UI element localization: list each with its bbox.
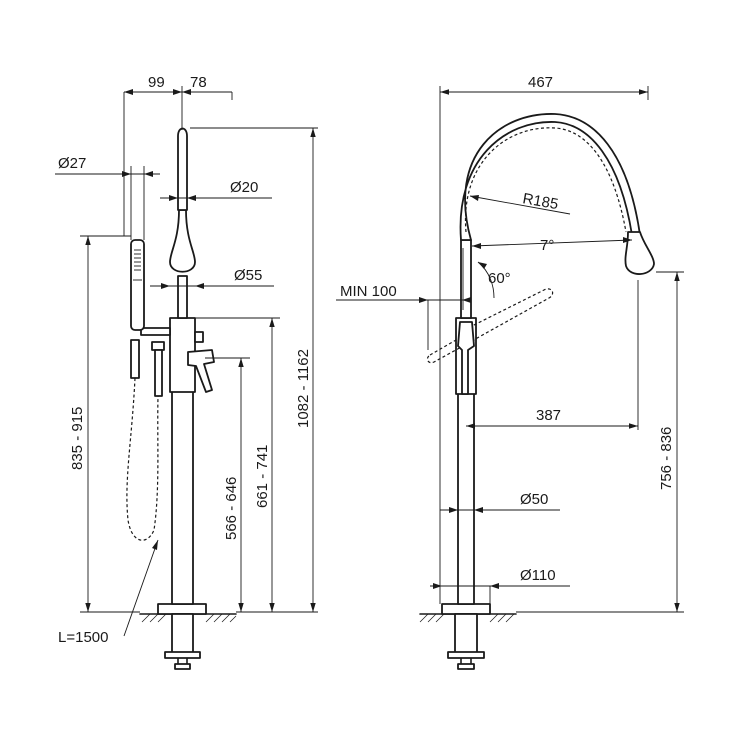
column-left (171, 389, 194, 605)
front-view: 467 R185 7° 60° MIN 100 387 Ø50 (336, 74, 684, 670)
base-plate-left (157, 603, 207, 615)
fixing-nut-right (447, 651, 485, 659)
shower-hose (126, 377, 159, 541)
bolt-left (174, 663, 191, 670)
dim-661-741: 661 - 741 (254, 445, 271, 508)
spray-head-left (169, 209, 196, 273)
diverter-cap (151, 341, 165, 351)
spout-pipe-left (177, 275, 188, 319)
spout-riser-right (460, 239, 472, 319)
base-plate-right (441, 603, 491, 615)
side-view: 99 78 Ø27 Ø20 Ø55 835 - 915 566 - 646 66… (55, 74, 318, 670)
lever-rotated-position (463, 288, 554, 343)
dim-1082-1162: 1082 - 1162 (295, 349, 312, 428)
underfloor-body-left (171, 613, 194, 657)
dim-7deg: 7° (540, 237, 554, 254)
hose-connector (130, 339, 140, 379)
dim-d27: Ø27 (58, 155, 86, 172)
dim-467: 467 (528, 74, 553, 91)
diverter-stem (154, 349, 163, 397)
shower-holder-arm (140, 327, 171, 336)
dim-387: 387 (536, 407, 561, 424)
dim-835-915: 835 - 915 (69, 407, 86, 470)
dim-d110: Ø110 (520, 567, 556, 584)
dim-d20: Ø20 (230, 179, 258, 196)
hand-shower (130, 239, 145, 331)
dim-78: 78 (190, 74, 207, 91)
spout-hose-path (464, 127, 627, 233)
dim-d55: Ø55 (234, 267, 262, 284)
spout-tip-left (177, 127, 188, 211)
mixer-lever (187, 349, 215, 393)
dim-min100: MIN 100 (340, 283, 397, 300)
arc-spout (459, 113, 641, 241)
dim-d50: Ø50 (520, 491, 548, 508)
dim-566-646: 566 - 646 (223, 477, 240, 540)
underfloor-body-right (454, 613, 478, 657)
hose-length-label: L=1500 (58, 629, 108, 646)
lever-front (457, 321, 475, 395)
fixing-nut-left (164, 651, 201, 659)
dim-60deg: 60° (488, 270, 511, 287)
dim-756-836: 756 - 836 (658, 427, 675, 490)
dim-99: 99 (148, 74, 165, 91)
spray-head-right (624, 231, 655, 275)
dim-r185: R185 (521, 190, 559, 213)
lever-stem-left (194, 331, 204, 343)
bolt-right (457, 663, 475, 670)
column-right (457, 391, 475, 605)
